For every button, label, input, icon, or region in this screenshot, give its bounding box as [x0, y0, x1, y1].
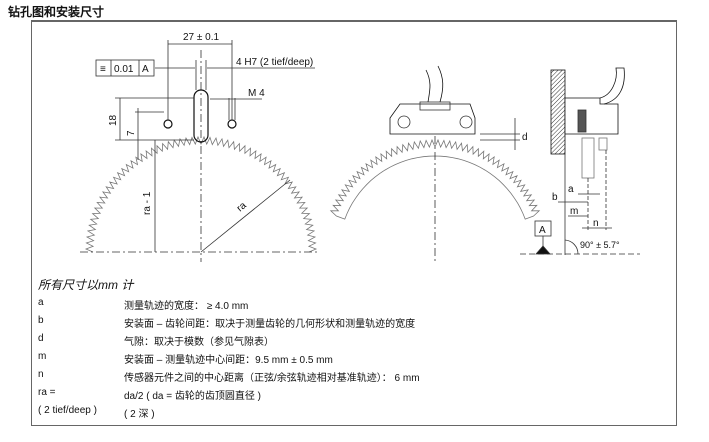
angle-label: 90° ± 5.7°: [580, 240, 620, 250]
drawing-frame: [31, 20, 677, 426]
legend-key: m: [38, 351, 47, 362]
section-title: 钻孔图和安装尺寸: [8, 5, 105, 19]
datum-ref: A: [142, 64, 149, 75]
legend-row: ra = da/2 ( da = 齿轮的齿顶圆直径 ): [38, 387, 261, 402]
ra-label: ra: [235, 200, 249, 214]
legend-key: a: [38, 297, 44, 308]
units-note: 所有尺寸以mm 计: [38, 278, 134, 292]
b-label: b: [552, 192, 558, 203]
legend-key: ( 2 tief/deep ): [38, 405, 97, 416]
legend-key: ra =: [38, 387, 56, 398]
legend-desc: da/2 ( da = 齿轮的齿顶圆直径 ): [124, 391, 261, 402]
ra-minus-1-label: ra - 1: [142, 191, 153, 215]
dim-27-label: 27 ± 0.1: [183, 32, 220, 43]
legend-row: b 安装面 – 齿轮间距：取决于测量齿轮的几何形状和测量轨迹的宽度: [38, 315, 415, 330]
dim-18-label: 18: [108, 114, 119, 126]
m-label: m: [570, 206, 578, 217]
hole-4h7-label: 4 H7 (2 tief/deep): [236, 57, 313, 68]
legend-desc: 安装面 – 测量轨迹中心间距：9.5 mm ± 0.5 mm: [124, 355, 333, 366]
slot: [193, 89, 209, 143]
flatness-symbol: ≡: [100, 64, 106, 75]
a-label: a: [568, 184, 574, 195]
legend-desc: 测量轨迹的宽度： ≥ 4.0 mm: [124, 301, 249, 312]
legend-desc: ( 2 深 ): [124, 409, 155, 420]
legend-row: ( 2 tief/deep ) ( 2 深 ): [38, 405, 155, 420]
m4-label: M 4: [248, 88, 265, 99]
hole-right: [227, 119, 237, 129]
datum-a-label: A: [539, 225, 546, 236]
legend-desc: 气隙：取决于模数（参见气隙表）: [124, 337, 274, 348]
gear-left: [84, 135, 318, 253]
tolerance-value: 0.01: [114, 64, 134, 75]
legend-key: b: [38, 315, 44, 326]
legend-row: a 测量轨迹的宽度： ≥ 4.0 mm: [38, 297, 248, 312]
legend-row: d 气隙：取决于模数（参见气隙表）: [38, 333, 274, 348]
legend-desc: 传感器元件之间的中心距离（正弦/余弦轨迹相对基准轨迹）： 6 mm: [124, 373, 420, 384]
legend-row: n 传感器元件之间的中心距离（正弦/余弦轨迹相对基准轨迹）： 6 mm: [38, 369, 420, 384]
dim-7-label: 7: [126, 130, 137, 136]
d-label: d: [522, 132, 528, 143]
legend-desc: 安装面 – 齿轮间距：取决于测量齿轮的几何形状和测量轨迹的宽度: [124, 319, 416, 330]
legend-key: n: [38, 369, 44, 380]
hole-left: [163, 119, 173, 129]
gear-right: [329, 138, 541, 220]
n-label: n: [593, 218, 599, 229]
legend-key: d: [38, 333, 44, 344]
legend-row: m 安装面 – 测量轨迹中心间距：9.5 mm ± 0.5 mm: [38, 351, 333, 366]
